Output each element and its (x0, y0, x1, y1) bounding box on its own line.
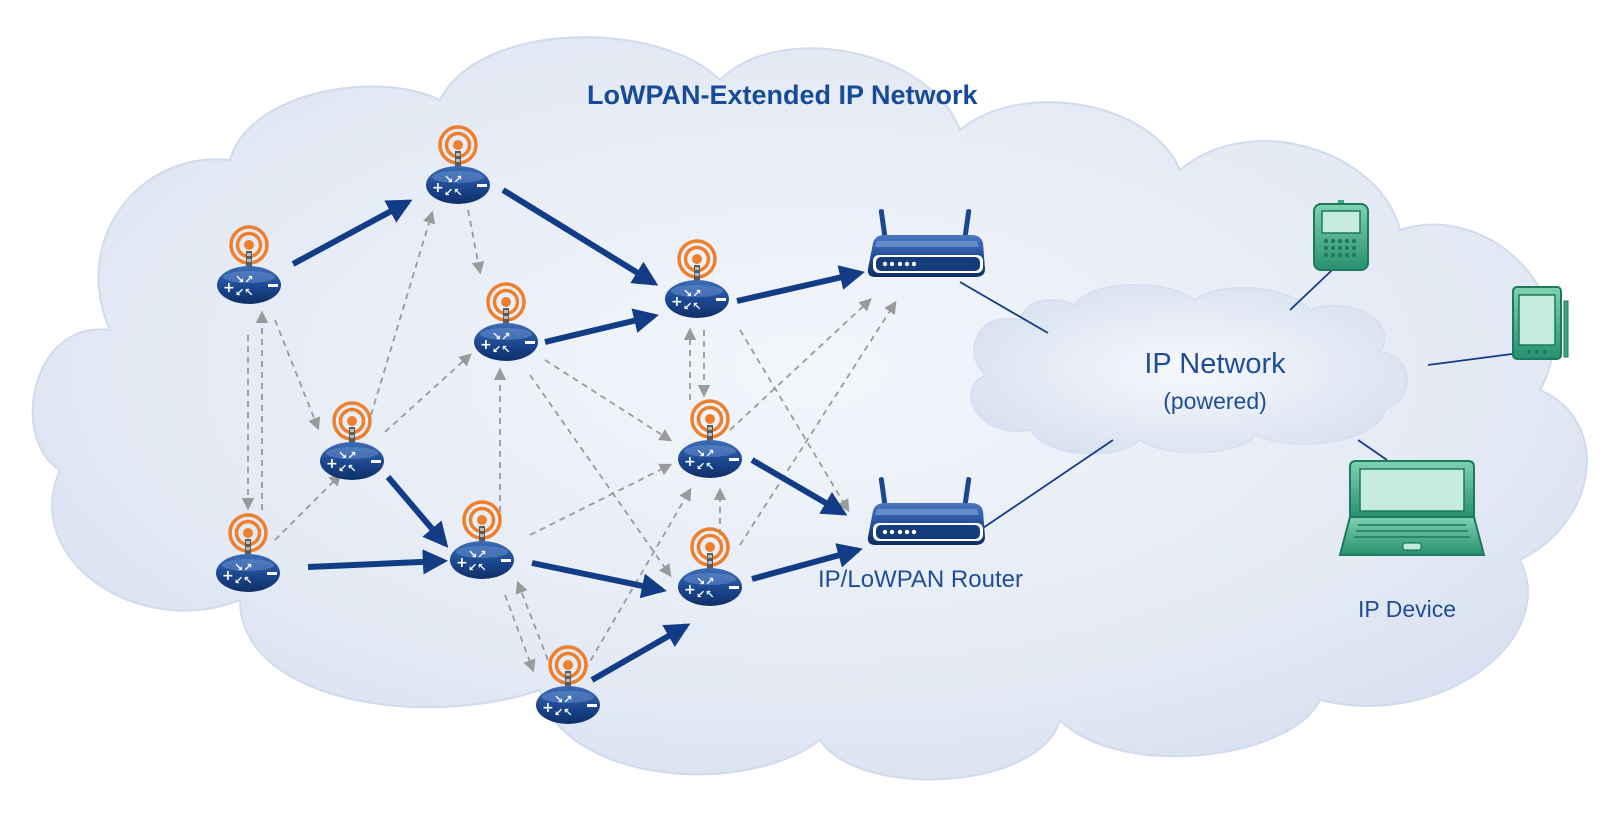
pda-icon (1313, 200, 1369, 271)
ip-network-cloud-icon (970, 284, 1408, 455)
router-label: IP/LoWPAN Router (818, 566, 1023, 593)
primary-links (291, 187, 865, 683)
diagram-title-text: LoWPAN-Extended IP Network (587, 80, 978, 110)
secondary-links (241, 209, 897, 673)
tablet-link (1427, 353, 1513, 366)
wired-links (959, 254, 1513, 529)
tablet-icon (1512, 286, 1569, 360)
lowpan-cloud-icon (31, 36, 1588, 781)
router-bottom-link (982, 439, 1114, 529)
device-label: IP Device (1358, 596, 1457, 622)
laptop-icon (1338, 460, 1486, 556)
ip-network-subtitle: (powered) (1163, 388, 1267, 414)
router-top-link (959, 281, 1049, 334)
ip-network-label: IP Network (1144, 348, 1286, 380)
laptop-link (1357, 439, 1388, 461)
